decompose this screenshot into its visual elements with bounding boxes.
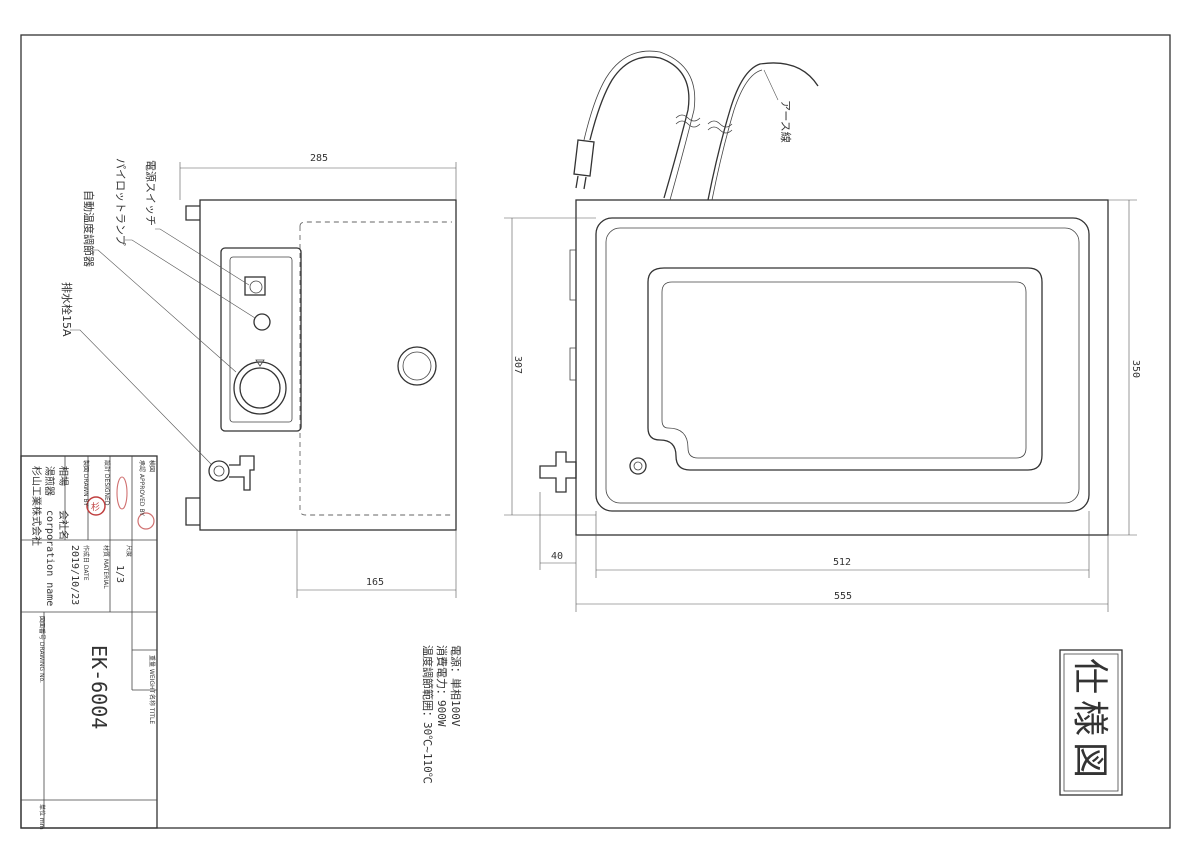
tb-title-label: 名称 TITLE (148, 694, 156, 724)
front-dim-307-lines (504, 217, 596, 516)
tb-unit-label: 単位 mm (38, 804, 46, 830)
side-view: 285 165 電源スイッチ パイロットランプ 自動温度調節器 排水栓15A (60, 153, 457, 598)
title-block-frame (20, 455, 158, 829)
side-feet (185, 205, 200, 526)
basin-inner (661, 281, 1027, 459)
front-dim-555-lines (575, 535, 1109, 612)
tb-drawn-label: 製図 DRAWN BY (82, 460, 90, 506)
stamp-frame-inner (1063, 653, 1119, 792)
callout-pilot-lamp: パイロットランプ (114, 158, 127, 246)
spec-stamp: 仕様図 (1059, 649, 1123, 796)
front-side-fitting (569, 249, 576, 381)
thermostat-dial (233, 361, 287, 415)
tb-company-name-en: corporation name (44, 510, 55, 606)
spec-temp-range: 温度調節範囲：30℃~110℃ (421, 645, 435, 784)
callout-leaders (70, 228, 256, 465)
power-cord-2 (583, 50, 696, 201)
power-plug (573, 139, 595, 190)
tb-drawing-no-label: 図面番号 DRAWING No. (38, 616, 45, 683)
tb-company-label: 会社名 (57, 510, 70, 540)
tb-name-label: 湯煎器 (43, 466, 56, 496)
front-dim-307: 307 (512, 356, 523, 374)
approval-seal-2 (137, 512, 155, 530)
front-body (575, 199, 1109, 536)
tb-material-label: 材質 MATERIAL (102, 545, 110, 589)
front-dim-350-lines (1108, 199, 1137, 536)
tb-checked-label: 検図 (148, 460, 156, 472)
title-block: 杉 検図 承認 APPROVED BY 設計 DESIGNED 製図 DRAWN… (20, 455, 158, 830)
front-dim-555: 555 (834, 591, 852, 602)
drain-valve (208, 460, 230, 482)
approval-seal-1-mark: 杉 (91, 501, 100, 513)
callout-drain: 排水栓15A (60, 282, 74, 337)
side-port-inner (402, 351, 432, 381)
tb-designed-label: 設計 DESIGNED (103, 460, 111, 506)
front-rim (595, 217, 1090, 512)
front-rim-inner (605, 227, 1080, 504)
side-dim-285-lines (179, 162, 457, 200)
side-body (199, 199, 457, 531)
tb-company-name: 杉山工業株式会社 (30, 466, 43, 546)
approval-seal-1 (86, 496, 106, 516)
power-cord (589, 56, 690, 199)
tb-scale-label: 尺度 (125, 545, 133, 557)
pilot-lamp (253, 313, 271, 331)
tb-scale: 1/3 (114, 565, 125, 583)
control-panel-inner (229, 256, 293, 423)
spec-consumption: 消費電力：900W (435, 645, 449, 727)
power-switch (244, 276, 266, 296)
drain-valve-handle (229, 455, 255, 491)
spec-power: 電源：単相100V (449, 645, 463, 727)
approval-seal-3 (116, 476, 128, 510)
earth-wire-leader (763, 69, 779, 101)
side-dim-165-lines (296, 530, 457, 598)
sheet-border (20, 34, 1171, 829)
cord-break-marks (675, 114, 733, 134)
tb-date-label: 作成日 DATE (82, 545, 90, 581)
callout-thermostat: 自動温度調節器 (82, 190, 96, 267)
stamp-frame (1059, 649, 1123, 796)
drain-plug-inner (633, 461, 643, 471)
thermostat-indicator (255, 359, 265, 367)
earth-wire-2 (711, 69, 763, 201)
drain-plug (629, 457, 647, 475)
front-dim-40-lines (539, 492, 576, 570)
thermostat-dial-inner (239, 367, 281, 409)
title-block-rows (21, 456, 157, 828)
stamp-text: 仕様図 (1069, 658, 1110, 784)
tb-drawing-no: EK-6004 (87, 645, 111, 729)
front-view: アース線 307 350 512 555 40 (504, 50, 1141, 612)
tb-weight-label: 重量 WEIGHT (148, 655, 156, 694)
front-dim-40: 40 (551, 551, 563, 562)
drain-valve-inner (213, 465, 225, 477)
front-dim-512-lines (595, 511, 1090, 578)
tb-approved-label: 承認 APPROVED BY (138, 460, 146, 516)
front-dim-512: 512 (833, 557, 851, 568)
tb-date: 2019/10/23 (69, 545, 80, 605)
side-dim-285: 285 (310, 153, 328, 164)
front-dim-350: 350 (1130, 360, 1141, 378)
control-panel (220, 247, 302, 432)
spec-notes: 電源：単相100V 消費電力：900W 温度調節範囲：30℃~110℃ (421, 645, 463, 784)
side-basin-outline (299, 221, 452, 516)
earth-wire (707, 62, 819, 201)
tb-person: 相場 (57, 466, 70, 486)
front-drain-valve (539, 451, 577, 493)
power-switch-knob (249, 280, 263, 294)
basin-outer (647, 267, 1043, 471)
side-dim-165: 165 (366, 577, 384, 588)
side-port (397, 346, 437, 386)
callout-power-switch: 電源スイッチ (144, 160, 158, 226)
earth-wire-label: アース線 (779, 100, 793, 143)
